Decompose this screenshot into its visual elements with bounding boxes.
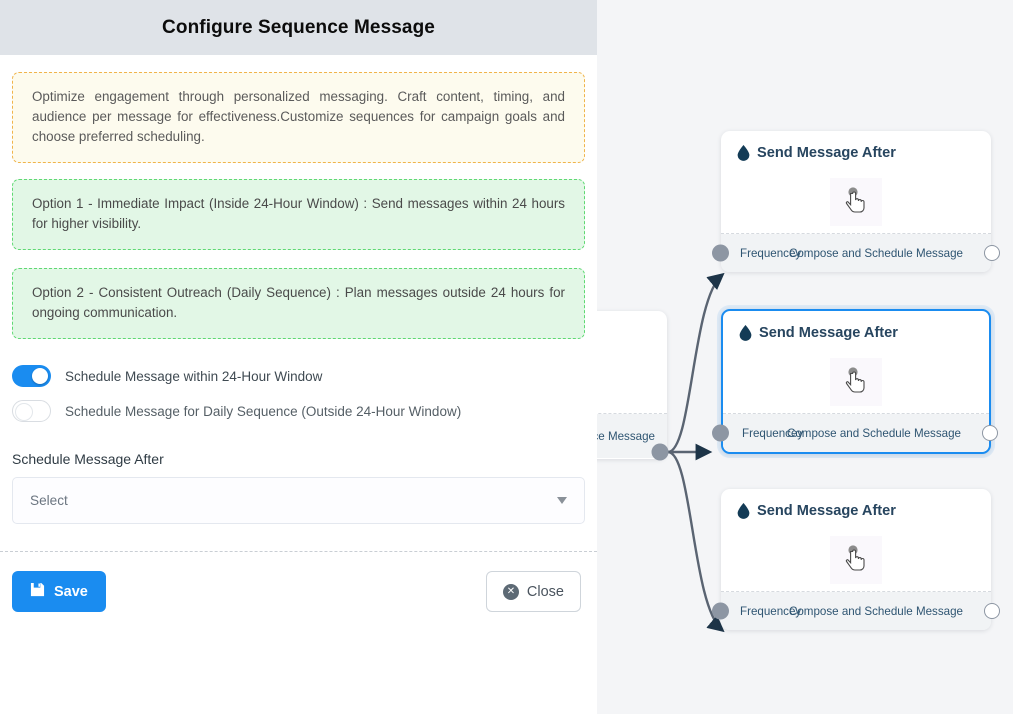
option-2-note: Option 2 - Consistent Outreach (Daily Se… [12, 268, 585, 339]
node-divider [723, 413, 989, 414]
toggle-row-within-24h[interactable]: Schedule Message within 24-Hour Window [12, 361, 585, 391]
node-body: Send Message After [721, 489, 991, 591]
node-footer-left-label: Frequencey [742, 426, 804, 440]
toggle-knob [15, 402, 33, 421]
toggle-daily-sequence-label: Schedule Message for Daily Sequence (Out… [65, 403, 462, 419]
node-send-message-after-1[interactable]: Send Message After Frequencey Compose an… [712, 131, 1000, 272]
page-title: Configure Sequence Message [162, 16, 435, 38]
node-footer-right-label: Compose and Schedule Message [788, 246, 963, 260]
source-handle[interactable] [651, 443, 669, 461]
upstream-node-partial[interactable]: ce Message [597, 311, 667, 459]
source-handle[interactable] [982, 425, 998, 441]
node-body: Send Message After [721, 131, 991, 233]
node-divider [597, 413, 667, 414]
toggle-knob [32, 368, 48, 384]
target-handle[interactable] [712, 424, 729, 442]
panel-body: Optimize engagement through personalized… [0, 72, 597, 524]
node-body: Send Message After [723, 311, 989, 413]
panel-footer: Save ✕ Close [0, 551, 597, 714]
schedule-after-select[interactable]: Select [12, 477, 585, 524]
option-1-note: Option 1 - Immediate Impact (Inside 24-H… [12, 179, 585, 250]
node-title-label: Send Message After [759, 325, 898, 341]
toggle-within-24h[interactable] [12, 365, 51, 387]
schedule-after-value: Select [30, 493, 68, 508]
flow-canvas[interactable]: ce Message Send Message After [597, 0, 1013, 714]
chevron-down-icon [557, 497, 567, 504]
panel-header: Configure Sequence Message [0, 0, 597, 55]
close-button[interactable]: ✕ Close [485, 571, 581, 612]
upstream-node-body [597, 311, 667, 413]
droplet-icon [737, 503, 750, 519]
node-footer-left-label: Frequencey [740, 246, 802, 260]
target-handle[interactable] [712, 244, 729, 262]
hand-pointer-icon [830, 178, 882, 226]
node-title-label: Send Message After [757, 503, 896, 519]
hand-pointer-icon [830, 536, 882, 584]
close-button-label: Close [526, 583, 564, 600]
toggle-within-24h-label: Schedule Message within 24-Hour Window [65, 368, 323, 384]
node-divider [721, 591, 991, 592]
save-button[interactable]: Save [12, 571, 106, 612]
droplet-icon [737, 145, 750, 161]
node-footer-left-label: Frequencey [740, 604, 802, 618]
edge-to-node-1 [667, 272, 725, 454]
node-divider [721, 233, 991, 234]
source-handle[interactable] [984, 245, 1000, 261]
configure-sequence-panel: Configure Sequence Message Optimize enga… [0, 0, 597, 714]
hand-pointer-icon [830, 358, 882, 406]
toggle-row-daily-sequence[interactable]: Schedule Message for Daily Sequence (Out… [12, 396, 585, 426]
source-handle[interactable] [984, 603, 1000, 619]
droplet-icon [739, 325, 752, 341]
circle-x-icon: ✕ [502, 583, 519, 600]
node-footer: Frequencey Compose and Schedule Message [712, 234, 1000, 272]
target-handle[interactable] [712, 602, 729, 620]
schedule-after-label: Schedule Message After [12, 451, 164, 467]
upstream-node-footer-label: ce Message [597, 429, 655, 443]
node-footer: Frequencey Compose and Schedule Message [712, 414, 998, 452]
info-note: Optimize engagement through personalized… [12, 72, 585, 163]
node-send-message-after-3[interactable]: Send Message After Frequencey Compose an… [712, 489, 1000, 630]
node-title-row: Send Message After [723, 311, 989, 341]
save-button-label: Save [54, 583, 88, 600]
node-title-label: Send Message After [757, 145, 896, 161]
node-footer: Frequencey Compose and Schedule Message [712, 592, 1000, 630]
node-title-row: Send Message After [721, 489, 991, 519]
node-send-message-after-2[interactable]: Send Message After Frequencey Compose an… [712, 309, 998, 454]
floppy-disk-icon [30, 582, 45, 601]
footer-divider [0, 551, 597, 552]
node-footer-right-label: Compose and Schedule Message [788, 604, 963, 618]
edge-to-node-3 [667, 450, 725, 633]
node-footer-right-label: Compose and Schedule Message [786, 426, 961, 440]
node-title-row: Send Message After [721, 131, 991, 161]
toggle-daily-sequence[interactable] [12, 400, 51, 422]
